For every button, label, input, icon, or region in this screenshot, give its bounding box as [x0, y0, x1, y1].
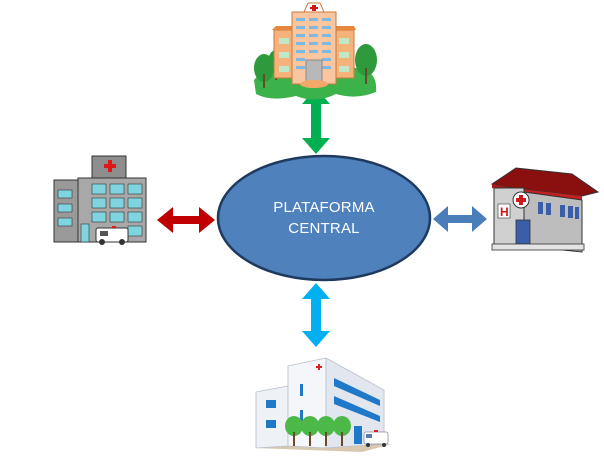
central-label-line2: CENTRAL: [288, 220, 360, 237]
top-double-arrow: [302, 88, 330, 154]
hospital-building-with-trees-icon: [254, 2, 377, 100]
bottom-double-arrow: [302, 283, 330, 347]
central-platform-node: [216, 154, 432, 282]
left-double-arrow: [157, 207, 215, 233]
central-label-line1: PLATAFORMA: [273, 199, 375, 216]
clinic-building-with-ambulance-icon: [254, 357, 392, 452]
hospital-building-with-ambulance-icon: [53, 155, 147, 245]
right-double-arrow: [433, 206, 487, 232]
central-platform-label: PLATAFORMA CENTRAL: [216, 154, 432, 282]
hospital-building-red-roof-icon: H: [490, 167, 600, 253]
svg-text:H: H: [500, 205, 509, 219]
